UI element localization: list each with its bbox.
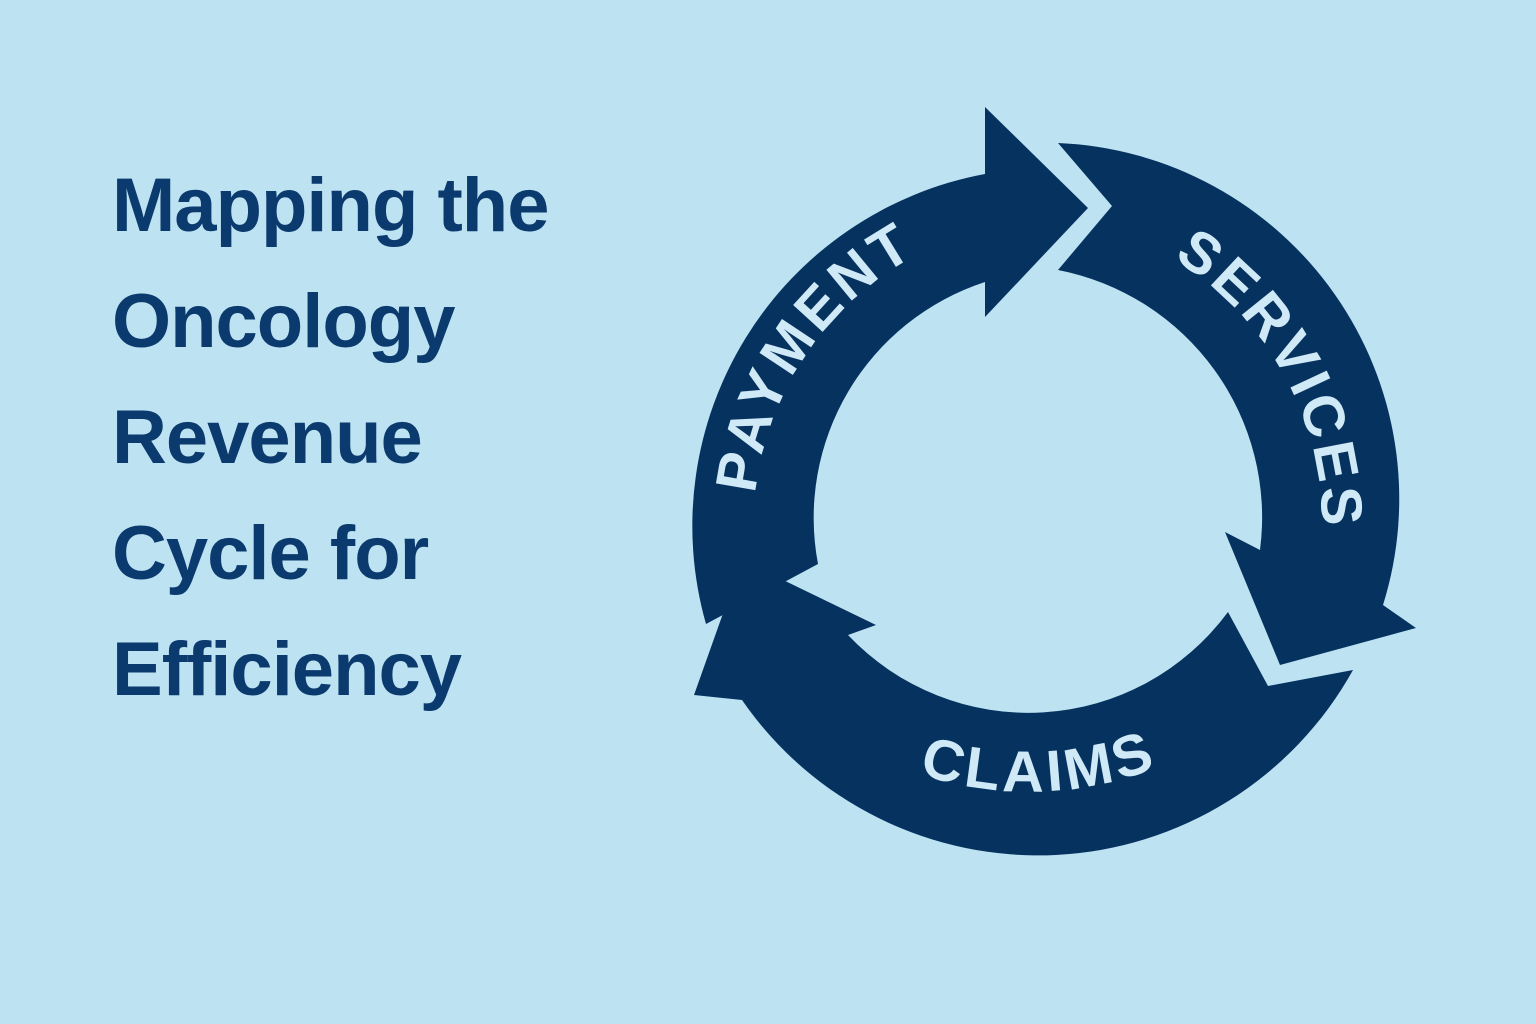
payment-arrow: [692, 107, 1088, 624]
page-title: Mapping the Oncology Revenue Cycle for E…: [112, 148, 712, 728]
services-arrow: [1058, 143, 1416, 665]
title-line-4: Cycle for: [112, 511, 429, 596]
title-line-2: Oncology: [112, 279, 455, 364]
title-line-3: Revenue: [112, 395, 423, 480]
claims-arrow: [694, 560, 1353, 856]
title-line-1: Mapping the: [112, 163, 550, 248]
title-line-5: Efficiency: [112, 627, 462, 712]
